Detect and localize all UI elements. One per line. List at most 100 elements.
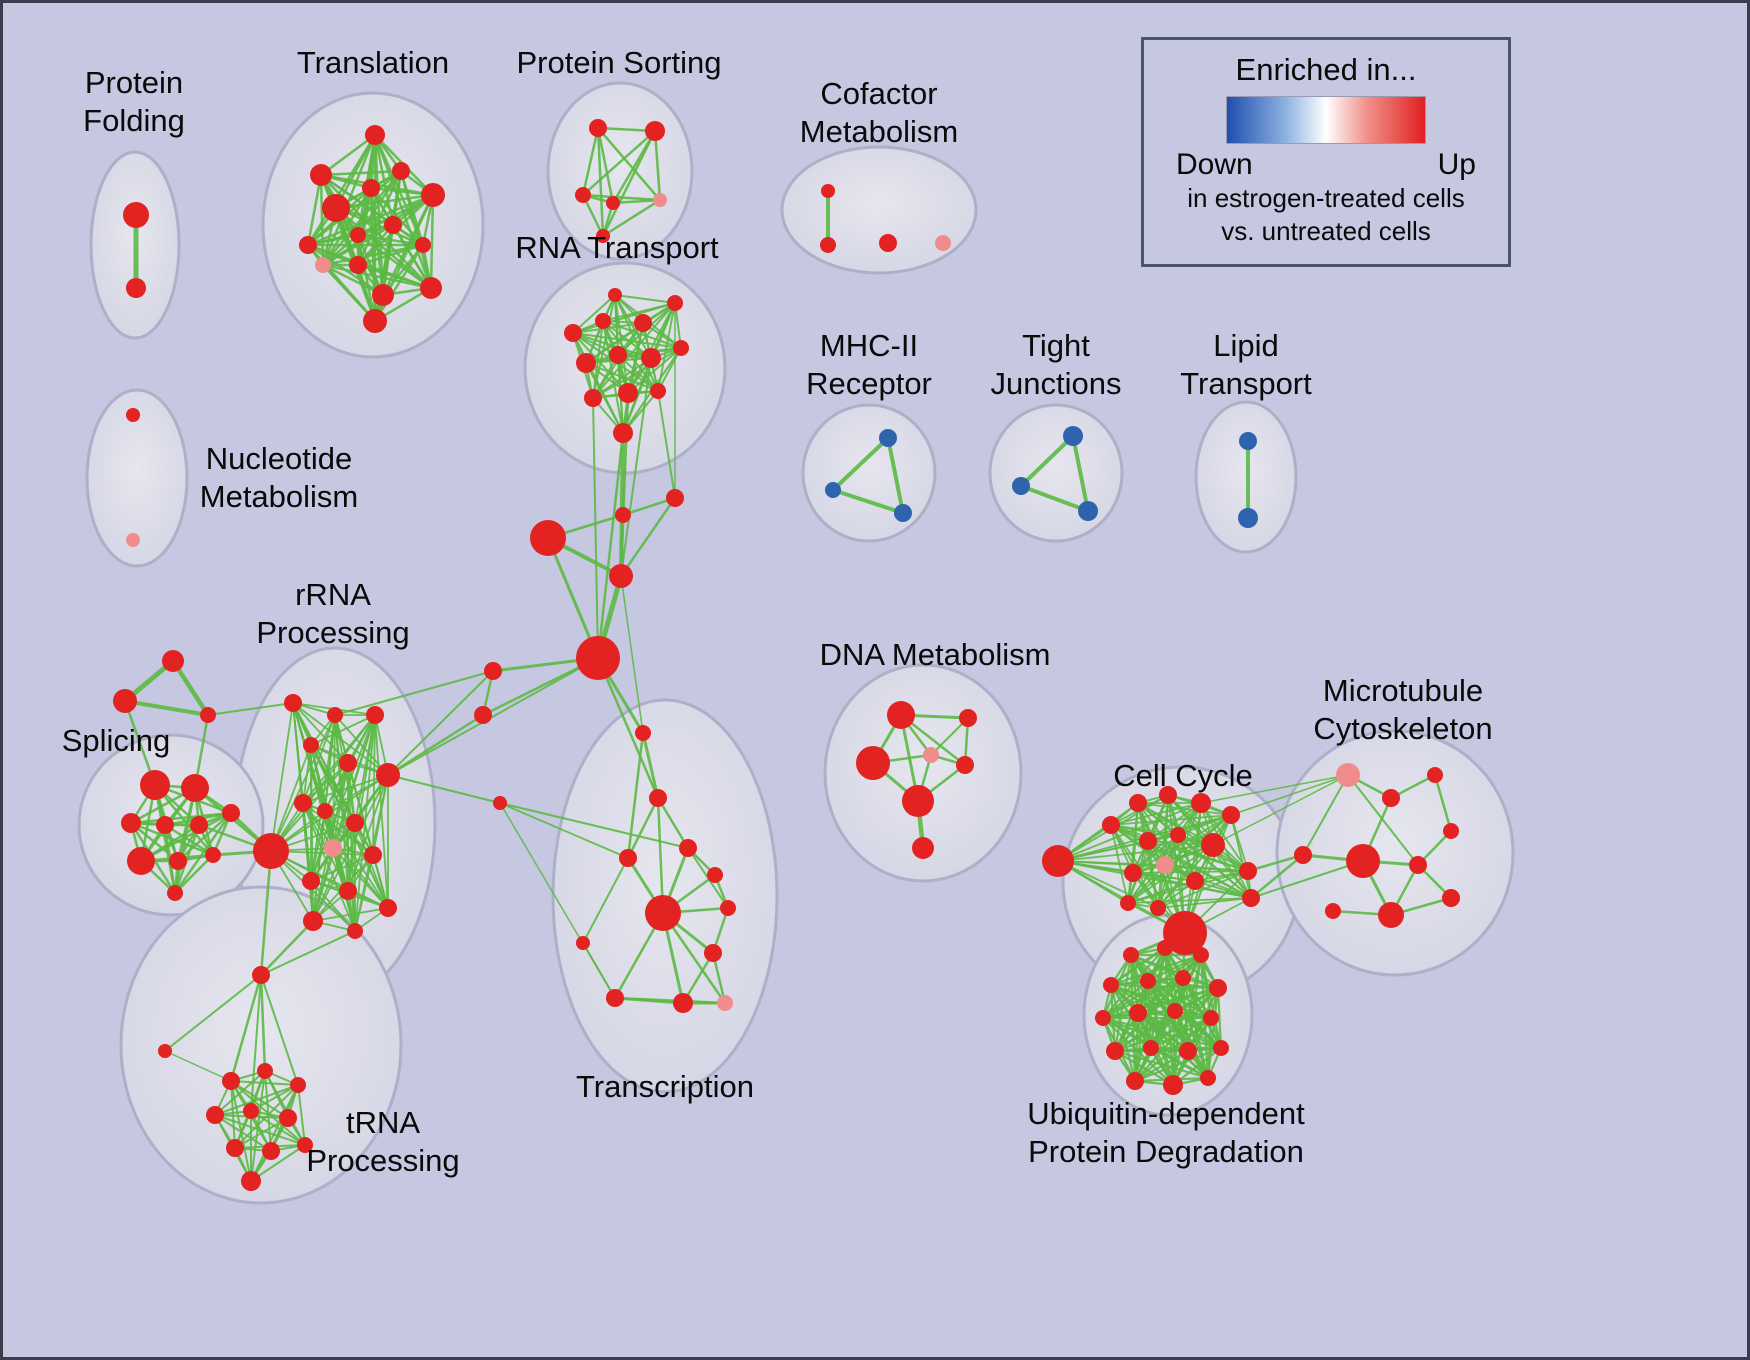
- edge: [653, 129, 662, 202]
- edge: [310, 880, 356, 932]
- node-83: [339, 882, 357, 900]
- node-113: [959, 709, 977, 727]
- legend-up-label: Up: [1437, 148, 1476, 181]
- edge: [234, 1117, 289, 1149]
- node-32: [576, 353, 596, 373]
- legend-subtitle-line2: vs. untreated cells: [1221, 216, 1431, 246]
- node-81: [364, 846, 382, 864]
- edge: [1133, 1046, 1223, 1083]
- edge: [661, 911, 727, 1005]
- node-149: [1103, 977, 1119, 993]
- node-5: [299, 236, 317, 254]
- node-147: [1157, 940, 1173, 956]
- node-0: [123, 202, 149, 228]
- node-123: [1191, 793, 1211, 813]
- edge: [1113, 1009, 1177, 1053]
- edge: [1136, 986, 1220, 1015]
- node-96: [226, 1139, 244, 1157]
- node-124: [1222, 806, 1240, 824]
- edge: [230, 1080, 299, 1086]
- legend-title: Enriched in...: [1235, 52, 1417, 87]
- edge: [356, 169, 403, 237]
- node-119: [1042, 845, 1074, 877]
- edge: [1246, 853, 1305, 873]
- node-126: [1170, 827, 1186, 843]
- edge: [596, 126, 662, 202]
- node-90: [222, 1072, 240, 1090]
- node-142: [1443, 823, 1459, 839]
- edge: [613, 996, 727, 1005]
- node-139: [1294, 846, 1312, 864]
- node-150: [1140, 973, 1156, 989]
- edge: [173, 786, 197, 895]
- edge: [354, 854, 374, 932]
- edge: [626, 731, 645, 860]
- node-104: [645, 895, 681, 931]
- cluster-nucleotide-metabolism: [85, 388, 189, 568]
- node-134: [1150, 900, 1166, 916]
- edge: [1127, 834, 1179, 904]
- node-155: [1167, 1003, 1183, 1019]
- edge: [373, 243, 425, 323]
- edge: [164, 1050, 232, 1082]
- edge: [592, 302, 676, 399]
- node-93: [206, 1106, 224, 1124]
- node-92: [290, 1077, 306, 1093]
- edge: [1149, 1016, 1213, 1050]
- edge: [1230, 814, 1252, 899]
- node-87: [493, 796, 507, 810]
- node-145: [1325, 903, 1341, 919]
- node-71: [327, 707, 343, 723]
- edge: [310, 714, 376, 746]
- edge: [270, 850, 389, 909]
- edge: [270, 714, 376, 852]
- node-135: [1163, 911, 1207, 955]
- edge: [321, 263, 385, 297]
- node-85: [347, 923, 363, 939]
- node-140: [1346, 844, 1380, 878]
- node-127: [1201, 833, 1225, 857]
- edge: [153, 783, 215, 857]
- edge: [302, 774, 389, 804]
- node-75: [376, 763, 400, 787]
- node-132: [1242, 889, 1260, 907]
- node-11: [415, 237, 431, 253]
- node-24: [820, 237, 836, 253]
- node-151: [1175, 970, 1191, 986]
- edge: [321, 263, 377, 323]
- node-157: [1106, 1042, 1124, 1060]
- edge: [1136, 1011, 1223, 1050]
- edge: [602, 302, 676, 322]
- legend-endpoint-labels: Down Up: [1176, 148, 1476, 182]
- edge: [831, 488, 905, 515]
- node-38: [650, 383, 666, 399]
- node-74: [339, 754, 357, 772]
- node-77: [317, 803, 333, 819]
- node-17: [589, 119, 607, 137]
- cluster-trna-processing: [119, 885, 403, 1205]
- node-3: [310, 164, 332, 186]
- node-67: [169, 852, 187, 870]
- edge: [372, 854, 389, 909]
- edge: [499, 802, 629, 859]
- edge: [1132, 834, 1179, 874]
- edge: [1146, 953, 1203, 983]
- edge: [596, 126, 605, 238]
- node-53: [609, 564, 633, 588]
- edge: [1127, 844, 1214, 904]
- edge: [347, 822, 356, 892]
- node-25: [879, 234, 897, 252]
- edge: [1133, 1011, 1140, 1083]
- edge: [264, 1070, 272, 1152]
- edge: [1127, 802, 1139, 904]
- node-68: [205, 847, 221, 863]
- edge: [332, 847, 389, 909]
- edge: [1157, 897, 1252, 909]
- edge: [306, 169, 403, 247]
- node-57: [162, 650, 184, 672]
- edge: [1113, 1016, 1213, 1053]
- edge: [207, 702, 294, 716]
- edge: [614, 294, 676, 304]
